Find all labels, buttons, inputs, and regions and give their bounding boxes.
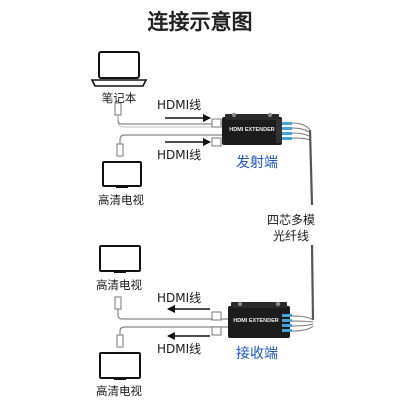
receiver-unit: [228, 301, 292, 338]
tx-extender-text: HDMI EXTENDER: [229, 127, 275, 133]
laptop-label: 笔记本: [101, 91, 137, 105]
fiber-label-line2: 光纤线: [272, 229, 309, 243]
fiber-cable: [291, 122, 315, 332]
hdmi-cable-label-3: HDMI线: [157, 291, 202, 305]
rx-hdmi-plug-top: [211, 311, 222, 321]
hdmi-cable-label-1: HDMI线: [157, 98, 202, 112]
tv3-icon: [99, 352, 141, 380]
tv1-label: 高清电视: [98, 193, 144, 207]
tx-hdmi-plug-top: [211, 118, 222, 128]
fiber-label-line1: 四芯多模: [266, 213, 315, 227]
tv3-label: 高清电视: [96, 384, 142, 398]
tx-hdmi-plug-bottom: [211, 137, 222, 147]
laptop-hdmi-cable: [114, 102, 222, 128]
transmitter-label: 发射端: [236, 155, 278, 171]
tv1-hdmi-cable: [116, 134, 222, 157]
diagram-title: 连接示意图: [147, 10, 253, 34]
fiber-cable-label: 四芯多模 光纤线: [263, 212, 319, 244]
laptop-icon: [90, 51, 148, 87]
tv2-label: 高清电视: [96, 278, 142, 292]
tv2-hdmi-cable: [114, 296, 228, 320]
rx-extender-text: HDMI EXTENDER: [233, 318, 279, 324]
hdmi-cable-label-4: HDMI线: [157, 342, 202, 356]
hdmi-cable-label-2: HDMI线: [157, 148, 202, 162]
rx-hdmi-plug-bottom: [211, 326, 222, 336]
tv1-icon: [102, 161, 142, 188]
transmitter-unit: [222, 112, 292, 145]
tv2-icon: [99, 245, 141, 273]
receiver-label: 接收端: [236, 346, 278, 362]
tv3-hdmi-cable: [116, 326, 228, 348]
